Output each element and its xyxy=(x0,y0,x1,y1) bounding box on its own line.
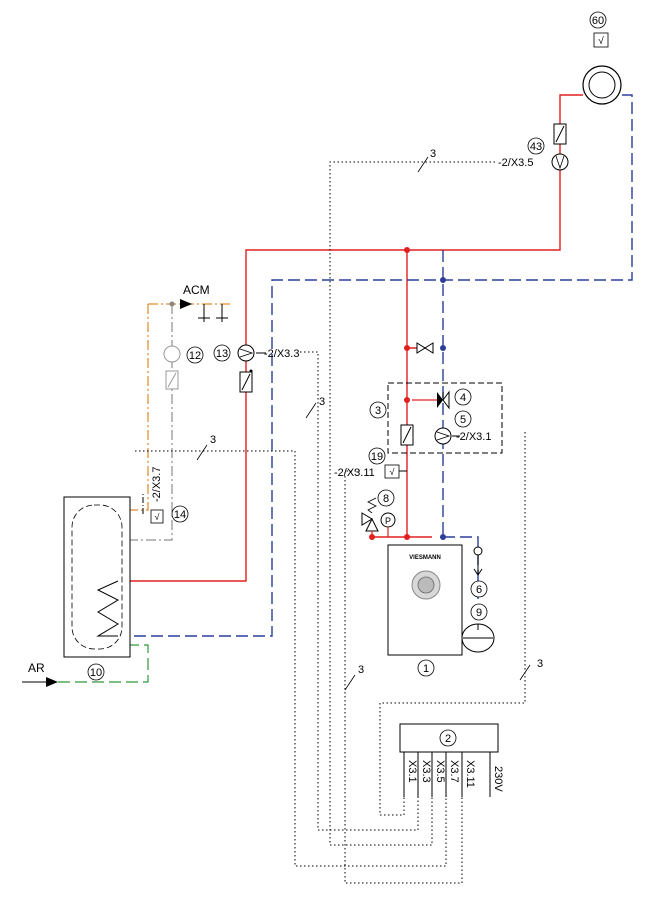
circulation-pump-number: 12 xyxy=(189,350,201,362)
expansion-vessel: 6 9 xyxy=(461,546,495,653)
hydraulic-module: 3 4 5 -2/X3.1 xyxy=(369,382,503,454)
svg-text:√: √ xyxy=(390,467,395,477)
flow-sensor-number: 19 xyxy=(371,451,383,463)
flow-sensor: √ 19 -2/X3.11 xyxy=(334,447,407,479)
controller-number: 2 xyxy=(445,733,451,745)
return-pipes xyxy=(118,94,633,637)
terminal-x31: X3.1 xyxy=(406,760,418,783)
terminal-x33: X3.3 xyxy=(420,760,432,783)
safety-valve-number: 6 xyxy=(476,584,482,596)
cylinder-loading-pump: 13 -2/X3.3 xyxy=(213,344,299,393)
heating-circuit-pump: 43 -2/X3.5 xyxy=(498,123,569,171)
cylinder-number: 10 xyxy=(90,667,102,679)
cable-label-right: 3 xyxy=(537,658,543,670)
cable-label-top: 3 xyxy=(430,148,436,160)
cylinder-sensor-number: 14 xyxy=(174,509,186,521)
consumer-number: 60 xyxy=(592,15,604,27)
signal-cables xyxy=(135,161,526,884)
loading-pump-number: 13 xyxy=(216,348,228,360)
x311-label: -2/X3.11 xyxy=(334,467,375,479)
cold-water-inlet: AR xyxy=(22,661,58,687)
boiler-brand: VIESMANN xyxy=(409,555,441,561)
dhw-outlet-label: ACM xyxy=(183,283,210,297)
cylinder-sensor: √ 14 -2/X3.7 xyxy=(142,467,189,524)
terminal-x37: X3.7 xyxy=(448,760,460,783)
safety-group: 8 P xyxy=(361,489,396,537)
dhw-pipes xyxy=(130,303,232,511)
svg-text:√: √ xyxy=(598,35,604,47)
terminal-x311: X3.11 xyxy=(464,760,476,788)
svg-text:P: P xyxy=(385,516,391,526)
safety-group-number: 8 xyxy=(383,493,389,505)
x31-label: -2/X3.1 xyxy=(456,431,491,443)
terminal-x35: X3.5 xyxy=(434,760,446,783)
cold-water-label: AR xyxy=(28,661,45,675)
boiler: VIESMANN 1 xyxy=(387,544,463,677)
dhw-cylinder: 10 xyxy=(63,496,131,681)
dhw-outlet: ACM xyxy=(169,283,228,322)
x35-label: -2/X3.5 xyxy=(498,157,533,169)
x37-label: -2/X3.7 xyxy=(151,467,163,502)
module-pump-number: 5 xyxy=(460,414,466,426)
cable-labels: 3 3 3 3 3 xyxy=(196,148,543,691)
cold-water-pipes xyxy=(58,644,149,683)
heating-circuit-consumer: √ 60 xyxy=(582,11,622,105)
svg-text:√: √ xyxy=(155,512,160,522)
mixer-number: 4 xyxy=(460,392,466,404)
junction-dots xyxy=(369,247,446,540)
controller-unit: 2 X3.1 X3.3 X3.5 X3.7 X3.11 230V xyxy=(399,723,504,797)
circulation-pump: 12 xyxy=(163,345,204,390)
cable-label-mid: 3 xyxy=(319,396,325,408)
terminal-230v: 230V xyxy=(492,766,504,792)
boiler-number: 1 xyxy=(423,663,429,675)
cable-label-bottom: 3 xyxy=(358,664,364,676)
module-number: 3 xyxy=(375,405,381,417)
x33-label: -2/X3.3 xyxy=(264,348,299,360)
cable-label-left: 3 xyxy=(210,434,216,446)
heating-pump-number: 43 xyxy=(530,141,542,153)
expansion-vessel-number: 9 xyxy=(476,607,482,619)
bypass-valve xyxy=(416,342,434,354)
